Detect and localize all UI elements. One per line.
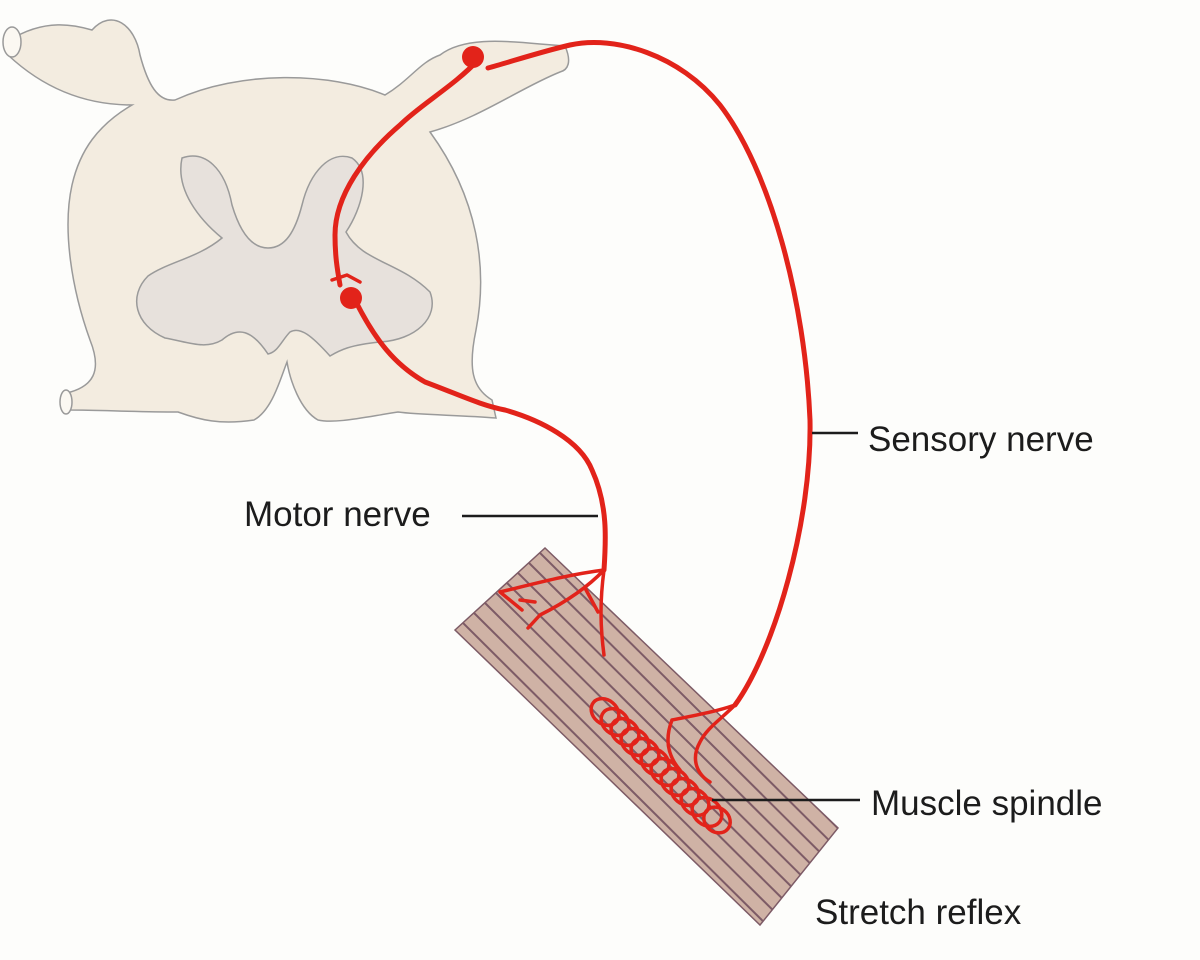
sensory-nerve-fiber — [485, 40, 813, 708]
dorsal-root-stump — [2, 26, 22, 58]
spinal-cord-cross-section — [2, 19, 570, 423]
sensory-terminal-branches — [666, 703, 737, 784]
spinal-cord-white-matter — [7, 19, 570, 423]
motor-nerve-fiber — [352, 297, 608, 573]
sensory-cell-body — [462, 46, 484, 68]
nerve-paths — [330, 40, 813, 784]
motor-nerve-label: Motor nerve — [244, 495, 431, 534]
dorsal-root-central-branch — [332, 57, 481, 288]
ventral-root-stump — [59, 389, 73, 415]
diagram-caption: Stretch reflex — [815, 893, 1022, 932]
motor-end-plate-branches — [498, 568, 606, 657]
muscle-spindle-label: Muscle spindle — [871, 784, 1103, 823]
leader-lines — [462, 431, 860, 802]
sensory-nerve-label: Sensory nerve — [868, 420, 1094, 459]
motor-neuron-cell-body — [340, 287, 362, 309]
muscle-spindle-coil — [589, 696, 732, 835]
muscle — [453, 546, 840, 927]
synapse-terminal — [330, 273, 362, 284]
